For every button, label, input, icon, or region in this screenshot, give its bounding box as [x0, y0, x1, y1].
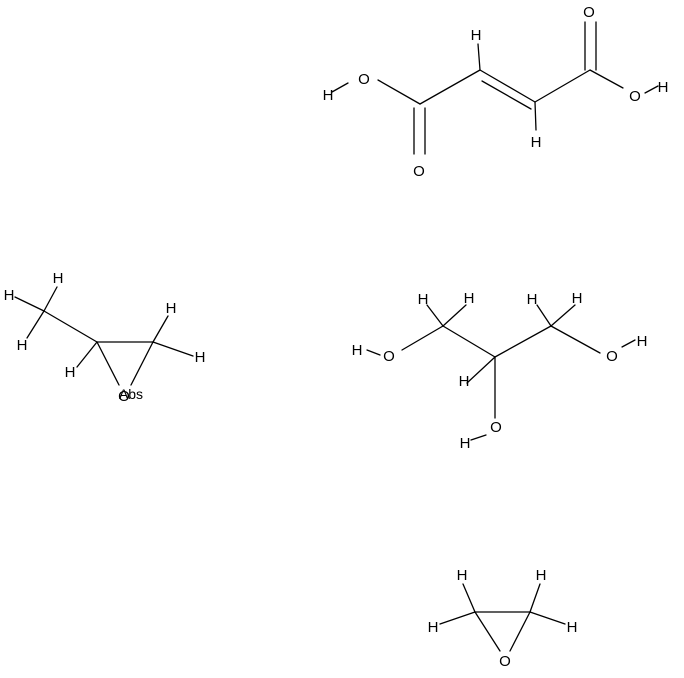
bond-c2-c3	[494, 325, 552, 358]
bond-o3-h	[621, 339, 636, 348]
atom-h-right: H	[637, 333, 648, 350]
atom-h-left: H	[352, 342, 363, 359]
atom-h-ring-c: H	[65, 364, 76, 381]
atom-h-methyl-1: H	[53, 270, 64, 287]
atom-h-c3-b: H	[572, 290, 583, 307]
bond-c2-h	[477, 43, 481, 71]
atom-h-left-hydroxyl: H	[323, 87, 334, 104]
atom-h-c2-a: H	[536, 567, 547, 584]
bond-o1-h	[366, 349, 381, 356]
bond-c1-c2	[442, 325, 496, 358]
bond-c3-h1	[152, 315, 169, 343]
atom-o-ring: O	[118, 388, 130, 405]
bond-c1-hb	[439, 611, 476, 625]
bond-o1-c1	[401, 325, 444, 351]
bond-c2-c3-a	[479, 69, 536, 103]
bond-c3-h2	[152, 341, 194, 357]
bond-c3-o	[130, 341, 154, 386]
bond-o-h-left	[331, 82, 349, 93]
atom-o-left: O	[383, 348, 395, 365]
atom-h-ch2-2: H	[195, 349, 206, 366]
bond-c2-o	[509, 611, 531, 652]
bond-cme-c2	[43, 310, 98, 343]
bond-c1-hb	[442, 304, 467, 327]
atom-h-c3-a: H	[527, 291, 538, 308]
molecule-oxirane: H H H H O	[428, 567, 578, 670]
bond-c1-ha	[426, 304, 444, 327]
atom-h-c3: H	[531, 134, 542, 151]
atom-h-c2-b: H	[567, 619, 578, 636]
bond-c1-o	[474, 611, 501, 652]
bond-c3-hb	[550, 304, 576, 327]
atom-h-c1-b: H	[428, 619, 439, 636]
bond-c2-c3-b	[481, 80, 532, 110]
molecule-glycerol: H O H H H O H H H O H	[352, 290, 648, 452]
atom-h-right-hydroxyl: H	[658, 79, 669, 96]
atom-h-c2: H	[471, 27, 482, 44]
bond-c4-ohright	[589, 69, 624, 89]
bond-o-h-right	[644, 85, 659, 94]
atom-o-right: O	[606, 348, 618, 365]
atom-h-c2: H	[459, 373, 470, 390]
bond-cme-h3	[26, 310, 45, 339]
bond-c1-c2	[419, 69, 481, 105]
bond-c1-ohleft	[377, 79, 421, 105]
atom-o-right-hydroxyl: O	[629, 88, 641, 105]
atom-h-c1-a: H	[457, 567, 468, 584]
bond-c3-o3	[550, 325, 601, 354]
molecule-fumaric-acid: O O O H O H H H	[323, 4, 669, 180]
atom-h-c1-b: H	[464, 290, 475, 307]
molecule-methyloxirane: H H H H H H O Abs	[4, 270, 206, 405]
bond-c2-h	[76, 341, 98, 368]
atom-h-c1-a: H	[418, 291, 429, 308]
bond-cme-h2	[14, 296, 45, 312]
bond-c3-h	[534, 101, 537, 131]
bond-c2-ha	[529, 583, 541, 613]
atom-h-middle: H	[460, 435, 471, 452]
atom-h-methyl-3: H	[17, 337, 28, 354]
atom-o-ring: O	[499, 653, 511, 670]
bond-c3-ha	[536, 304, 552, 327]
bond-c3-c4	[534, 69, 591, 103]
bond-c1-ha	[462, 583, 476, 613]
bond-c2-hb	[529, 611, 566, 625]
bond-c2-o	[96, 341, 120, 386]
atom-o-bottom: O	[413, 163, 425, 180]
atom-o-left-hydroxyl: O	[358, 71, 370, 88]
atom-h-methyl-2: H	[4, 287, 15, 304]
bond-c2-h	[466, 356, 496, 384]
atom-o-top: O	[583, 4, 595, 21]
atom-h-ch2-1: H	[166, 300, 177, 317]
stereo-label-abs: Abs	[119, 386, 143, 402]
bond-o2-h	[470, 434, 487, 441]
bond-cme-h1	[43, 286, 58, 312]
atom-o-middle: O	[490, 419, 502, 436]
